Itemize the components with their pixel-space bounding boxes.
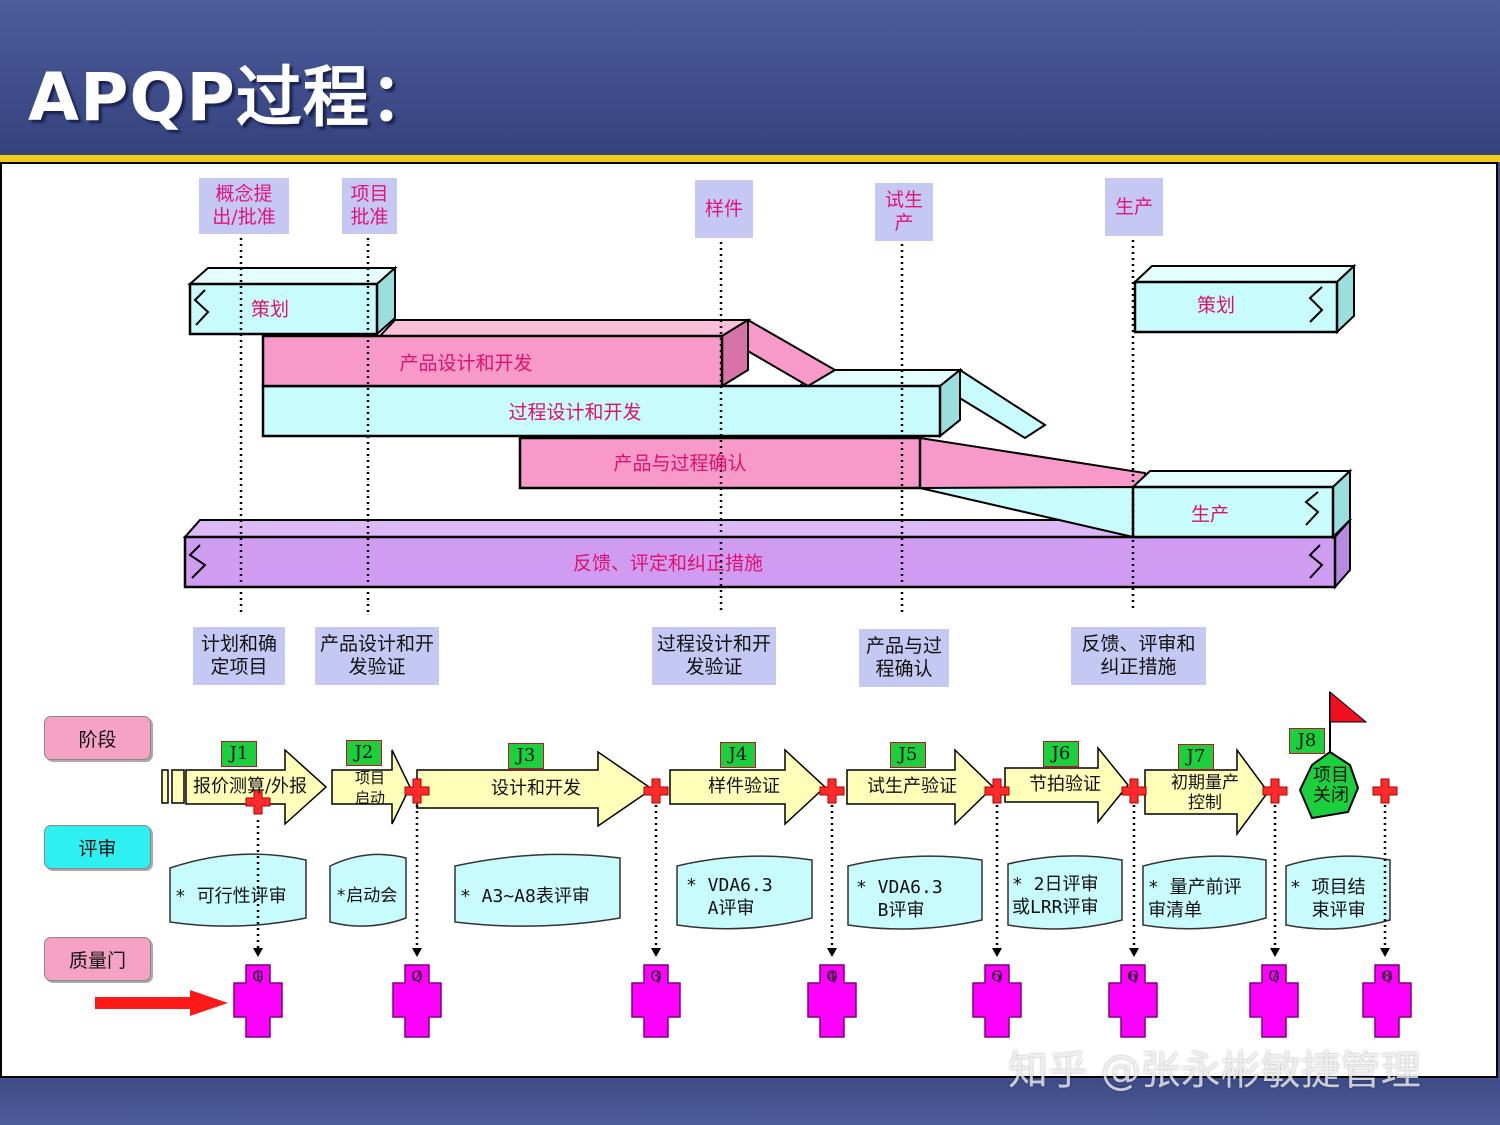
feedback-bar <box>182 517 1353 590</box>
phase-tag-j7: J7 <box>1178 744 1214 770</box>
row-label-review: 评审 <box>44 825 151 869</box>
phase-label-close: 项目 关闭 <box>1313 765 1349 806</box>
verify-product: 产品设计和开 发验证 <box>315 627 439 685</box>
milestone-prototype: 样件 <box>695 180 753 238</box>
product-design-bar <box>261 318 837 388</box>
milestone-concept: 概念提 出/批准 <box>199 178 289 234</box>
phase-label-takt: 节拍验证 <box>1029 774 1101 795</box>
phase-arrows <box>161 745 1360 837</box>
phase-tag-j1: J1 <box>221 741 257 767</box>
review-a3-a8: * A3~A8表评审 <box>460 886 590 907</box>
plan-left-bar <box>187 265 398 337</box>
review-vda-b: * VDA6.3 B评审 <box>856 877 943 921</box>
phase-tag-j5: J5 <box>890 742 926 768</box>
row-label-phase: 阶段 <box>44 716 151 760</box>
review-project-close: * 项目结 束评审 <box>1290 877 1366 921</box>
process-design-bar <box>261 367 1047 440</box>
phase-label-quote: 报价测算/外报 <box>192 776 308 797</box>
bar-label-production: 生产 <box>1190 503 1230 526</box>
header-divider <box>0 155 1500 162</box>
gate-markers <box>245 778 1398 815</box>
milestone-guides <box>239 232 1135 612</box>
review-2day-lrr: * 2日评审 或LRR评审 <box>1012 874 1099 918</box>
review-vda-a: * VDA6.3 A评审 <box>686 875 773 919</box>
gate-connector-heads <box>253 948 1390 957</box>
phase-tag-j3: J3 <box>508 743 544 769</box>
phase-tag-j2: J2 <box>346 740 382 766</box>
plan-right-bar <box>1132 263 1357 335</box>
footer-band <box>0 1080 1500 1125</box>
flag-icon <box>1329 690 1368 752</box>
phase-label-design: 设计和开发 <box>491 778 581 799</box>
row-label-gate: 质量门 <box>44 937 151 981</box>
watermark: 知乎 @张永彬敏捷管理 <box>1008 1048 1421 1094</box>
bar-label-plan-left: 策划 <box>250 298 290 321</box>
phase-label-prototype: 样件验证 <box>708 776 780 797</box>
review-kickoff: *启动会 <box>336 886 398 906</box>
milestone-pilot: 试生 产 <box>875 183 933 241</box>
header-band <box>0 0 1500 155</box>
verify-validation: 产品与过 程确认 <box>859 629 949 687</box>
verify-process: 过程设计和开 发验证 <box>652 627 776 685</box>
bar-label-process-design: 过程设计和开发 <box>508 401 642 424</box>
phase-label-early-production: 初期量产 控制 <box>1171 773 1239 813</box>
quality-gate-shapes <box>233 964 1412 1038</box>
phase-tag-j6: J6 <box>1043 741 1079 767</box>
phase-label-pilot: 试生产验证 <box>867 776 957 797</box>
phase-label-kickoff: 项目 启动 <box>354 769 386 807</box>
bar-label-validation: 产品与过程确认 <box>613 452 747 475</box>
milestone-project-approval: 项目 批准 <box>342 178 397 234</box>
review-scrolls <box>169 853 1391 930</box>
production-bar <box>919 468 1353 540</box>
verify-plan: 计划和确 定项目 <box>193 627 285 685</box>
review-preproduction: * 量产前评 审清单 <box>1148 877 1242 921</box>
red-arrow-icon <box>95 990 228 1016</box>
verify-feedback: 反馈、评审和 纠正措施 <box>1071 627 1206 685</box>
bar-label-feedback: 反馈、评定和纠正措施 <box>572 552 764 575</box>
phase-tag-j8: J8 <box>1289 728 1325 754</box>
gate-connectors <box>256 805 1387 950</box>
page-title: APQP过程： <box>28 59 437 136</box>
bar-label-plan-right: 策划 <box>1196 294 1236 317</box>
phase-tag-j4: J4 <box>720 742 756 768</box>
review-feasibility: * 可行性评审 <box>175 886 287 907</box>
milestone-production: 生产 <box>1105 178 1163 236</box>
bar-label-product-design: 产品设计和开发 <box>399 352 533 375</box>
